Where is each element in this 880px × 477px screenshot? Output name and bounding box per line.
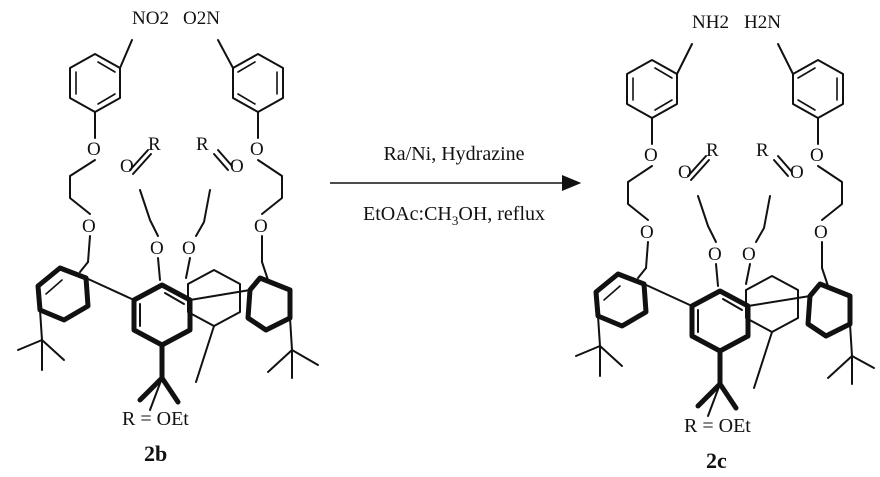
oxygen-label: O	[678, 162, 692, 183]
oxygen-label: O	[230, 156, 244, 177]
left-nitro-label: NO2	[132, 8, 169, 29]
product-structure: NH2 H2N O O O O O O O O R R R = OEt 2c	[575, 12, 875, 473]
ester-arm-right	[185, 149, 233, 279]
aryl-ring-right	[217, 39, 284, 139]
oxygen-label: O	[250, 139, 264, 160]
calixarene-core	[17, 261, 319, 411]
reagents-label: Ra/Ni, Hydrazine	[383, 143, 524, 165]
oxygen-label: O	[742, 244, 756, 265]
ether-chain-left	[69, 159, 96, 263]
right-nitro-label: O2N	[183, 8, 220, 29]
r-group-label: R	[706, 140, 719, 161]
ester-arm-left	[129, 149, 161, 281]
r-definition: R = OEt	[684, 415, 751, 437]
ether-chain-right	[817, 165, 843, 269]
oxygen-label: O	[644, 145, 658, 166]
oxygen-label: O	[790, 162, 804, 183]
r-group-label: R	[148, 134, 161, 155]
r-group-label: R	[196, 134, 209, 155]
r-definition: R = OEt	[122, 408, 189, 430]
oxygen-label: O	[150, 238, 164, 259]
r-group-label: R	[756, 140, 769, 161]
oxygen-label: O	[87, 139, 101, 160]
compound-id: 2b	[144, 441, 167, 466]
ester-arm-left	[687, 155, 719, 287]
ether-chain-right	[257, 159, 283, 263]
oxygen-label: O	[810, 145, 824, 166]
ether-chain-left	[627, 165, 653, 269]
conditions-label: EtOAc:CH3OH, reflux	[363, 203, 545, 228]
aryl-ring-left	[626, 43, 693, 145]
reactant-structure: NO2 O2N O O O O O O O O R R R = OEt 2b	[17, 8, 319, 466]
right-amine-label: H2N	[744, 12, 781, 33]
oxygen-label: O	[254, 216, 268, 237]
aryl-ring-right	[777, 43, 844, 145]
compound-id: 2c	[706, 448, 727, 473]
oxygen-label: O	[120, 156, 134, 177]
oxygen-label: O	[814, 222, 828, 243]
oxygen-label: O	[640, 222, 654, 243]
calixarene-core	[575, 267, 875, 417]
oxygen-label: O	[182, 238, 196, 259]
reaction-arrow: Ra/Ni, Hydrazine EtOAc:CH3OH, reflux	[330, 143, 582, 228]
left-amine-label: NH2	[692, 12, 729, 33]
oxygen-label: O	[708, 244, 722, 265]
ester-arm-right	[745, 155, 793, 285]
aryl-ring-left	[69, 39, 133, 139]
oxygen-label: O	[82, 216, 96, 237]
